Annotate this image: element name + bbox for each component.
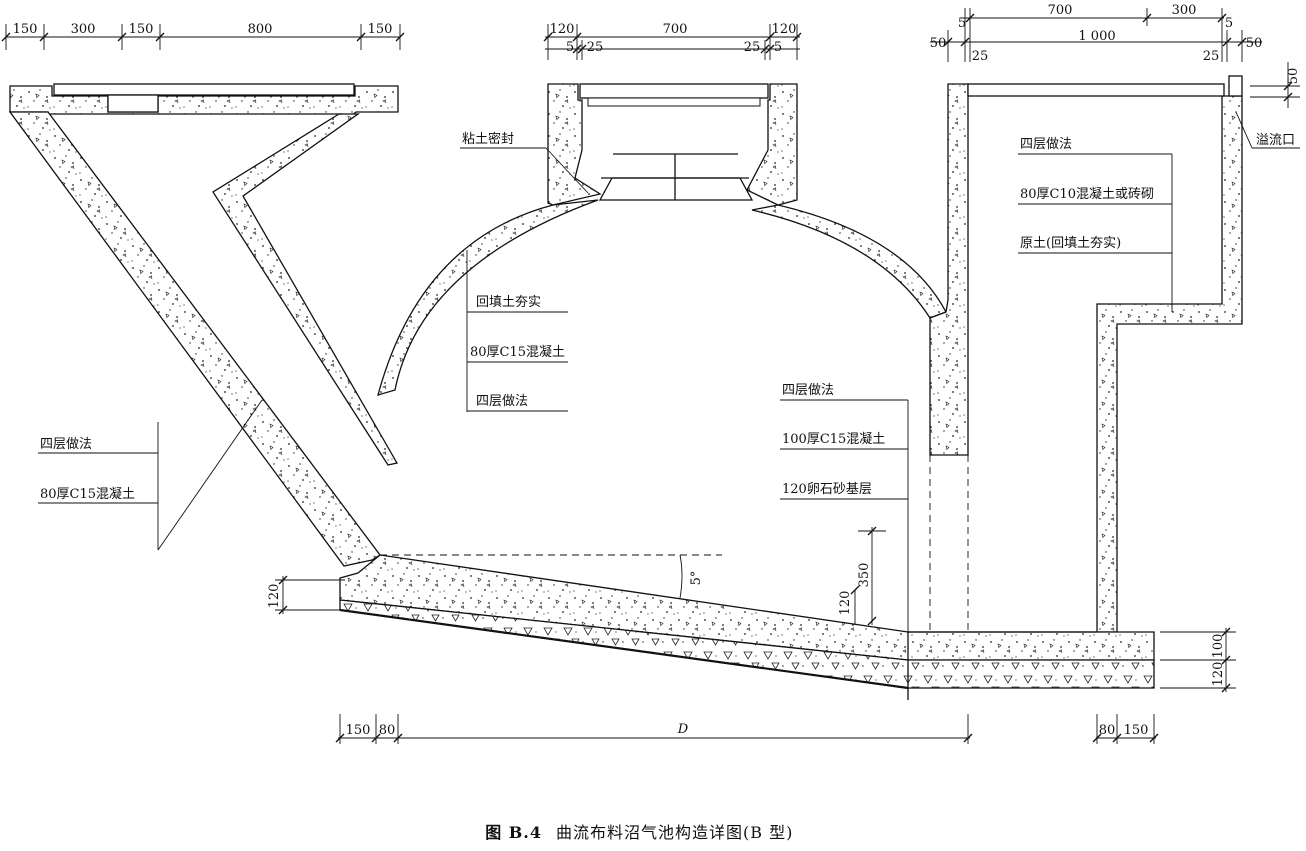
construction-dash-lines (380, 455, 969, 632)
overflow-callout: 溢流口 (1235, 111, 1300, 149)
label-right-layer-3: 原土(回填土夯实) (1020, 236, 1121, 251)
label-center-layer-3: 120卵石砂基层 (782, 482, 872, 497)
outlet-cover-plate (967, 83, 1225, 97)
dim-top-left-150c: 150 (368, 22, 393, 37)
label-left-layer-2: 80厚C15混凝土 (40, 486, 135, 502)
floor-base (339, 554, 1155, 700)
dim-inner-120: 120 (838, 591, 853, 616)
label-dome-layer-2: 80厚C15混凝土 (470, 344, 565, 360)
dim-top-right-5a: 5 (958, 16, 966, 31)
slope-dimensions: 5° 120 350 120 (267, 526, 886, 626)
dim-top-mid-5b: 5 (774, 40, 782, 55)
dim-right-50: 50 (1286, 68, 1301, 85)
dim-350: 350 (857, 563, 872, 588)
dim-top-right-50b: 50 (1246, 36, 1263, 51)
clay-seal-callout: 粘土密封 (460, 131, 589, 194)
dim-bottom-150b: 150 (1124, 723, 1149, 738)
dim-top-left-150a: 150 (13, 22, 38, 37)
dim-top-right-700: 700 (1048, 3, 1073, 18)
inlet-cover-plate (53, 83, 355, 96)
dim-top-right-1000: 1 000 (1078, 29, 1115, 44)
dim-bottom-D: D (677, 722, 689, 737)
dim-top-right-50a: 50 (930, 36, 947, 51)
label-dome-layer-3: 四层做法 (476, 394, 528, 409)
center-layer-callout: 四层做法 100厚C15混凝土 120卵石砂基层 (780, 383, 909, 632)
dim-top-mid-700: 700 (663, 22, 688, 37)
dim-top-left-150b: 150 (129, 22, 154, 37)
label-center-layer-1: 四层做法 (782, 383, 834, 398)
top-left-dimensions: 150 300 150 800 150 (1, 22, 405, 50)
right-layer-callout: 四层做法 80厚C10混凝土或砖砌 原土(回填土夯实) (1018, 137, 1173, 312)
label-center-layer-2: 100厚C15混凝土 (782, 431, 885, 447)
label-left-layer-1: 四层做法 (40, 437, 92, 452)
dim-top-right-25a: 25 (972, 49, 989, 64)
dome-and-manhole (377, 83, 969, 456)
dim-top-mid-120a: 120 (550, 22, 575, 37)
caption-title: 曲流布料沼气池构造详图(B 型) (556, 823, 793, 842)
dim-right-100: 100 (1211, 634, 1226, 659)
dim-top-right-25b: 25 (1203, 49, 1220, 64)
dim-left-120: 120 (267, 584, 282, 609)
dim-bottom-80b: 80 (1099, 723, 1116, 738)
dim-bottom-150a: 150 (346, 723, 371, 738)
top-middle-dimensions: 120 700 120 5 25 25 5 (543, 22, 802, 60)
label-overflow: 溢流口 (1256, 133, 1295, 148)
bottom-dimensions: 150 80 D 80 150 (335, 714, 1159, 744)
label-dome-layer-1: 回填土夯实 (476, 295, 541, 310)
manhole-cover-plate (579, 83, 769, 99)
label-right-layer-2: 80厚C10混凝土或砖砌 (1020, 186, 1154, 202)
figure-caption: 图 B.4 曲流布料沼气池构造详图(B 型) (485, 823, 793, 842)
label-clay-seal: 粘土密封 (462, 131, 514, 147)
dim-top-right-5b: 5 (1225, 16, 1233, 31)
left-layer-callout: 四层做法 80厚C15混凝土 (38, 399, 263, 551)
dim-top-left-300: 300 (71, 22, 96, 37)
label-right-layer-1: 四层做法 (1020, 137, 1072, 152)
caption-prefix: 图 B.4 (485, 823, 542, 842)
inlet-structure (8, 83, 399, 567)
dome-layer-callout: 回填土夯实 80厚C15混凝土 四层做法 (466, 250, 568, 412)
dim-top-mid-5a: 5 (566, 40, 574, 55)
dim-top-left-800: 800 (248, 22, 273, 37)
inlet-cover-plug (107, 94, 159, 113)
top-right-dimensions: 5 700 300 5 50 1 000 50 25 25 (930, 3, 1263, 64)
dim-bottom-80a: 80 (379, 723, 396, 738)
right-vertical-dim: 50 (1250, 62, 1301, 108)
right-base-dimensions: 100 120 (1160, 627, 1236, 693)
dim-right-120: 120 (1211, 662, 1226, 687)
dim-top-right-300: 300 (1172, 3, 1197, 18)
dim-top-mid-25b: 25 (744, 40, 761, 55)
dim-top-mid-25a: 25 (587, 40, 604, 55)
dim-top-mid-120b: 120 (772, 22, 797, 37)
outlet-chamber (967, 75, 1243, 633)
slope-angle: 5° (689, 571, 704, 586)
